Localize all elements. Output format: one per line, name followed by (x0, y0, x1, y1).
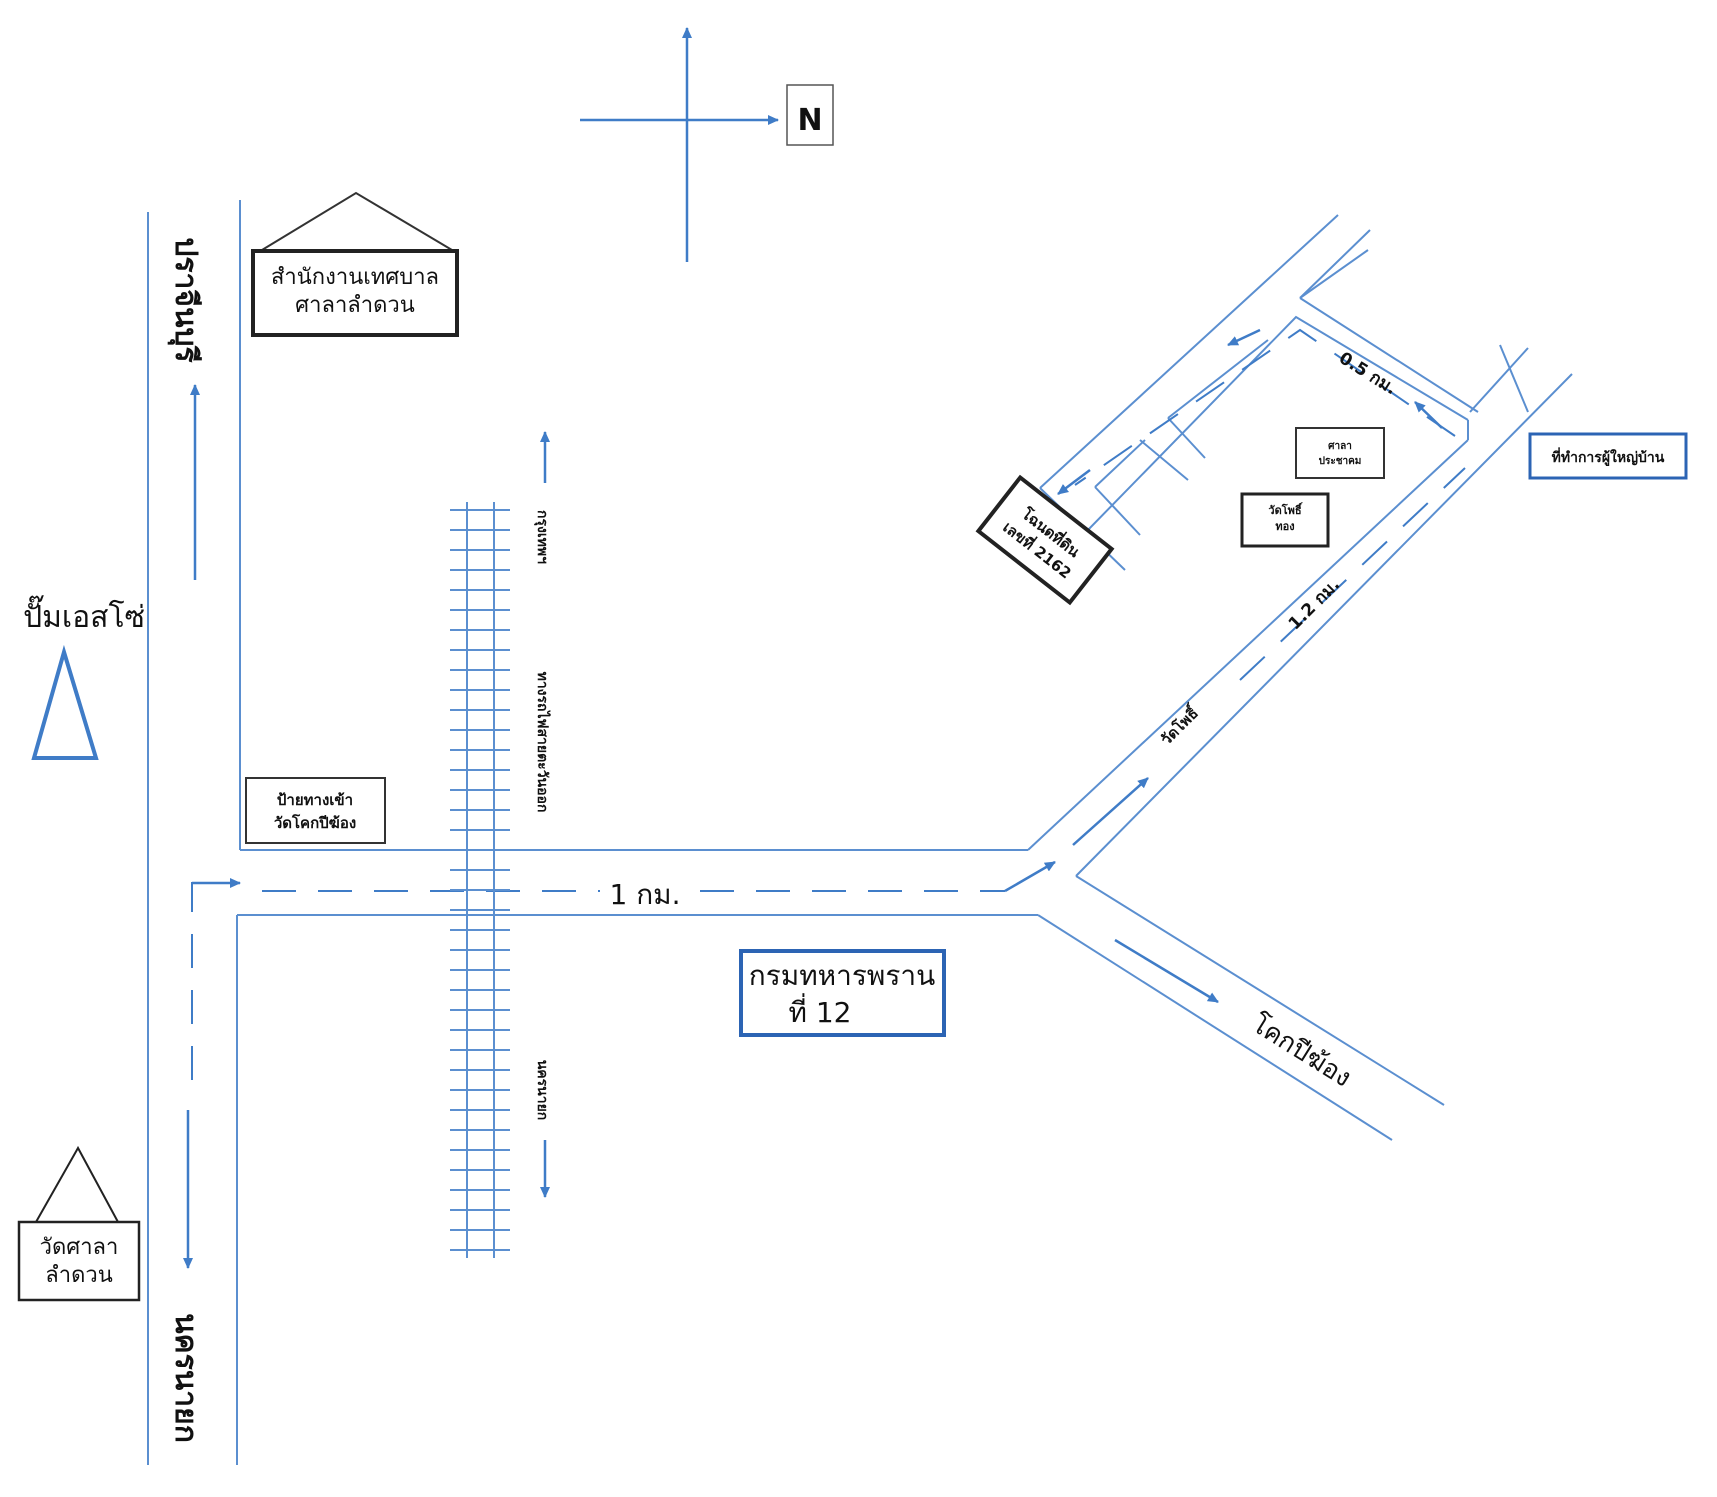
entrance-sign: ป้ายทางเข้า วัดโคกปีฆ้อง (245, 777, 386, 844)
wat-sala-lamduan: วัดศาลา ลำดวน (17, 1145, 141, 1302)
army-unit-label-2: ที่ 12 (789, 993, 852, 1029)
sala-label-1: ศาลา (1328, 441, 1352, 452)
sala-prachakhom: ศาลา ประชาคม (1295, 427, 1385, 479)
compass: N (580, 27, 834, 262)
main-road: 1 กม. (191, 849, 1056, 1080)
wat-pho-thong: วัดโพธิ์ ทอง (1240, 492, 1330, 548)
label-khok-pi-khong: โคกปีฆ้อง (1246, 1008, 1357, 1093)
headman-office: ที่ทำการผู้ใหญ่บ้าน (1528, 432, 1688, 480)
municipal-office-label-1: สำนักงานเทศบาล (271, 265, 439, 290)
wat-sala-label-1: วัดศาลา (40, 1235, 119, 1260)
road-label-prachinburi: ปราจีนบุรี (167, 237, 203, 362)
sala-label-2: ประชาคม (1319, 455, 1362, 467)
entrance-sign-label-1: ป้ายทางเข้า (277, 791, 353, 809)
wat-pho-thong-label-2: ทอง (1275, 520, 1294, 533)
gas-station-label: ปั๊มเอสโซ่ (23, 595, 145, 635)
distance-main: 1 กม. (609, 878, 680, 911)
municipal-office-label-2: ศาลาลำดวน (295, 293, 415, 318)
road-label-nakhon-nayok: นครนายก (168, 1313, 203, 1443)
label-krungthep: กรุงเทพฯ (534, 510, 550, 564)
headman-office-label: ที่ทำการผู้ใหญ่บ้าน (1552, 447, 1665, 466)
north-label: N (797, 103, 822, 138)
railway (450, 502, 510, 1258)
army-unit-label-1: กรมทหารพราน (749, 959, 935, 992)
highway-vertical (147, 200, 241, 1465)
gas-station-marker (31, 644, 99, 760)
label-rail-nakhon-nayok: นครนายก (534, 1060, 550, 1121)
road-khok-pi-khong: โคกปีฆ้อง (1037, 875, 1445, 1141)
wat-pho-thong-label-1: วัดโพธิ์ (1268, 502, 1303, 517)
wat-sala-label-2: ลำดวน (45, 1263, 113, 1288)
army-unit: กรมทหารพราน ที่ 12 (739, 949, 946, 1037)
label-railway-name: ทางรถไฟสายตะวันออก (534, 672, 552, 813)
deed-plot: โฉนดที่ดิน เลขที่ 2162 (975, 474, 1115, 606)
gas-station: ปั๊มเอสโซ่ (23, 595, 145, 760)
entrance-sign-label-2: วัดโคกปีฆ้อง (274, 813, 356, 832)
municipal-office: สำนักงานเทศบาล ศาลาลำดวน (251, 191, 459, 337)
